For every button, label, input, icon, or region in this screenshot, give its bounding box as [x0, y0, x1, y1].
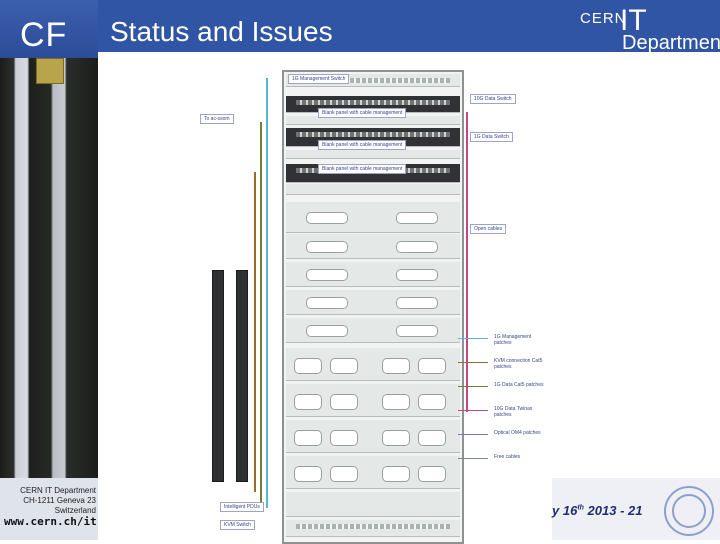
callout: 1G Data Switch: [470, 132, 513, 142]
cf-logo: CF: [0, 0, 98, 58]
cern-logo-text: CERN: [580, 10, 627, 27]
legend-label: 1G Management patches: [494, 334, 532, 346]
callout: Intelligent PDUs: [220, 502, 264, 512]
storage-unit: [286, 384, 460, 417]
pdu-right: [236, 270, 248, 482]
kvm-switch: [286, 520, 460, 537]
blank-panel: [286, 116, 460, 125]
header-bar: [98, 0, 720, 52]
callout: 1G Management Switch: [288, 74, 350, 84]
address-line: CH-1211 Geneva 23: [23, 496, 96, 505]
server-unit: [286, 290, 460, 315]
it-logo-text: IT: [620, 4, 647, 37]
legend-swatch: [458, 338, 488, 339]
rack-diagram: 1G Management Switch 10G Data Switch To …: [196, 52, 552, 544]
storage-unit: [286, 420, 460, 453]
network-card-image: [36, 58, 64, 84]
server-unit: [286, 234, 460, 259]
storage-unit: [286, 492, 460, 517]
blank-panel: [286, 150, 460, 159]
date-prefix: y 16: [552, 503, 578, 518]
callout: Open cables: [470, 224, 507, 234]
legend-label: 1G Data Cat5 patches: [494, 382, 544, 388]
storage-unit: [286, 348, 460, 381]
blank-panel: [286, 184, 460, 195]
storage-unit: [286, 456, 460, 489]
data-cable: [260, 122, 262, 502]
callout: To ac-ssom: [200, 114, 234, 124]
datacenter-photo: [0, 58, 98, 478]
cern-it-logo: CERN IT Department: [580, 4, 720, 54]
address-line: Switzerland: [54, 506, 96, 515]
footer-url[interactable]: www.cern.ch/it: [4, 515, 97, 528]
legend-swatch: [458, 362, 488, 363]
right-panel: [552, 52, 720, 478]
cern-seal-logo: [664, 486, 714, 536]
footer-address: CERN IT Department CH-1211 Geneva 23 Swi…: [4, 486, 96, 516]
footer-date: y 16th 2013 - 21: [552, 503, 642, 518]
server-unit: [286, 262, 460, 287]
slide-title: Status and Issues: [110, 16, 333, 47]
legend-swatch: [458, 410, 488, 411]
legend-swatch: [458, 386, 488, 387]
callout: 10G Data Switch: [470, 94, 516, 104]
callout: KVM Switch: [220, 520, 255, 530]
cf-logo-text: CF: [20, 16, 68, 54]
callout: Blank panel with cable management: [318, 108, 407, 118]
management-cable: [266, 78, 268, 508]
legend-swatch: [458, 458, 488, 459]
department-logo-text: Department: [622, 32, 720, 54]
legend-swatch: [458, 434, 488, 435]
legend-label: 10G Data Twinax patches: [494, 406, 533, 418]
address-line: CERN IT Department: [20, 486, 96, 495]
date-suffix: 2013 - 21: [583, 503, 643, 518]
callout: Blank panel with cable management: [318, 140, 407, 150]
legend-label: Free cables: [494, 454, 521, 460]
date-sup: th: [577, 504, 584, 512]
twinax-cable: [466, 112, 468, 412]
legend-label: Optical OM4 patches: [494, 430, 541, 436]
callout: Blank panel with cable management: [318, 164, 407, 174]
legend-label: KVM connection Cat5 patches: [494, 358, 543, 370]
server-unit: [286, 318, 460, 343]
pdu-left: [212, 270, 224, 482]
kvm-cable: [254, 172, 256, 492]
server-unit: [286, 202, 460, 233]
